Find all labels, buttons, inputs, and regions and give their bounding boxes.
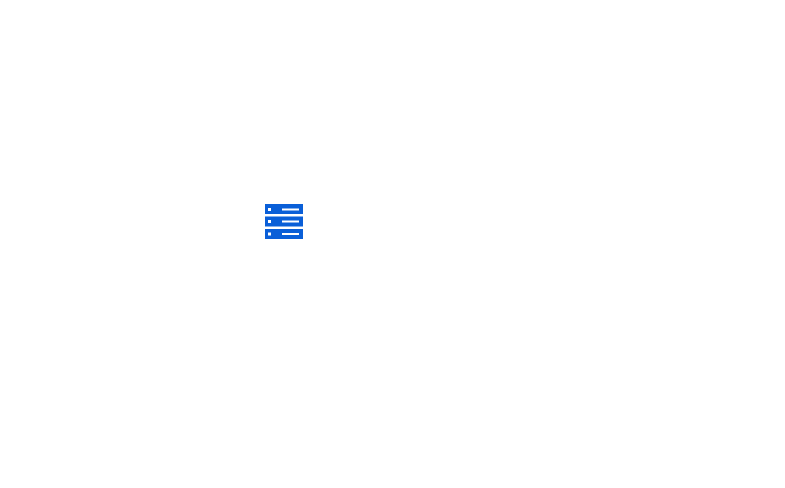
server-rack-icon [265,204,303,239]
server-unit-3 [265,229,303,239]
server-unit-1 [265,204,303,214]
server-unit-2 [265,216,303,227]
